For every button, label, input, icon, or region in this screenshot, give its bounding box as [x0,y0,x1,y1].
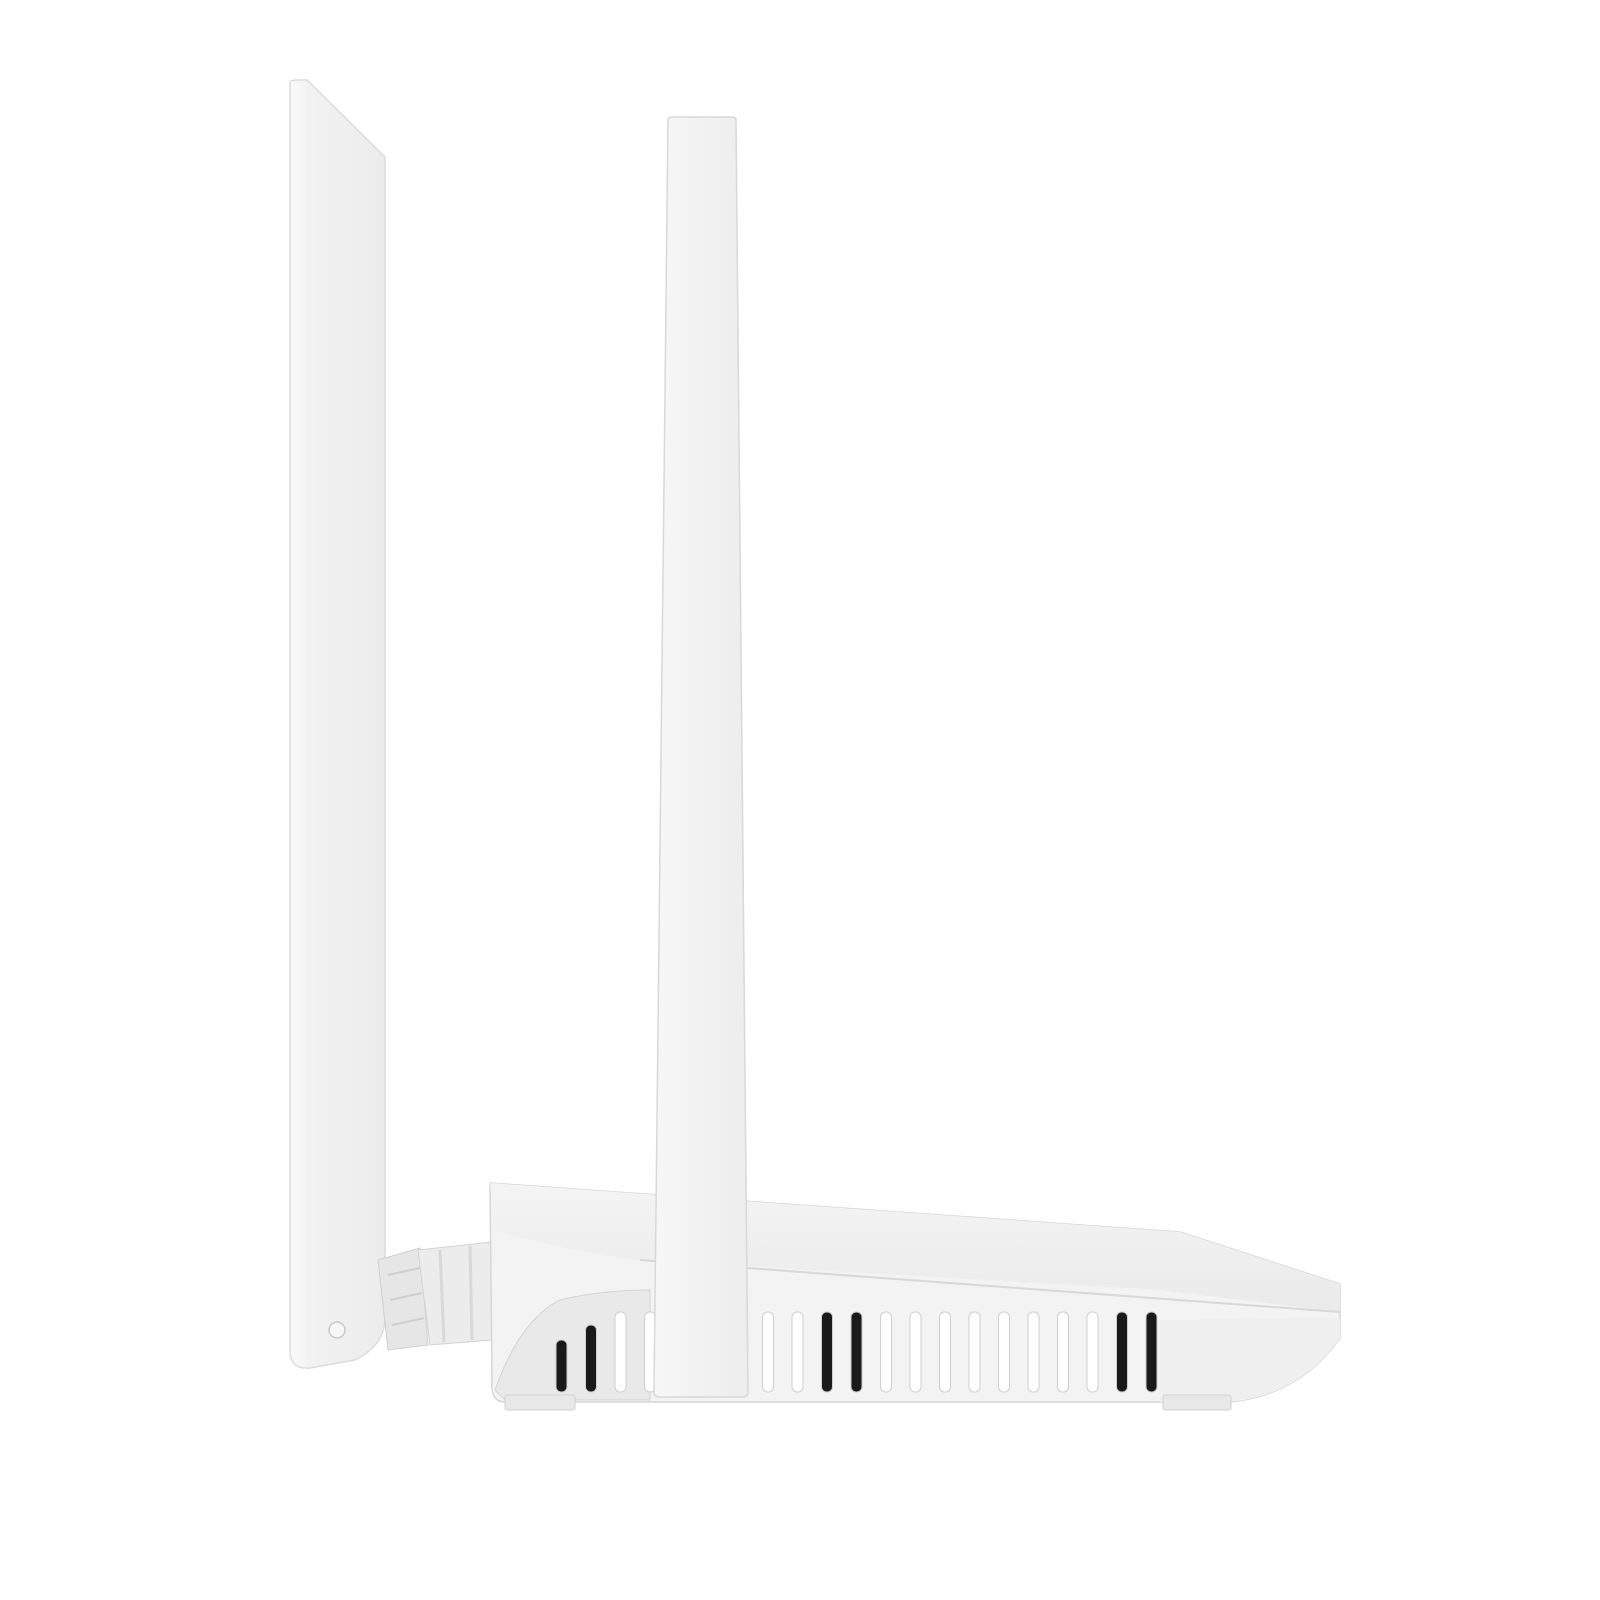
vent-slot [880,1311,892,1393]
vent-slot [791,1311,804,1393]
vent-slot [821,1311,833,1393]
vent-slot [939,1311,951,1393]
antenna-led-dot [328,1321,346,1339]
vent-slot [1116,1311,1128,1393]
antenna-hinge [377,1241,493,1351]
vent-slot [1057,1311,1069,1393]
vent-slot [1027,1311,1040,1393]
vent-slot [614,1311,627,1393]
vent-slot [555,1339,568,1393]
vent-slot [762,1311,774,1393]
vent-slots [555,1311,1158,1393]
vent-slot [909,1311,922,1393]
vent-slot [1086,1311,1099,1393]
router-body [489,1182,1341,1411]
vent-slot [998,1311,1010,1393]
vent-slot [585,1324,597,1393]
vent-slot [850,1311,863,1393]
foot-right [1162,1394,1232,1411]
vent-slot [968,1311,981,1393]
left-antenna [289,79,386,1369]
right-antenna [653,116,749,1398]
foot-left [504,1394,576,1411]
vent-slot [1145,1311,1158,1393]
